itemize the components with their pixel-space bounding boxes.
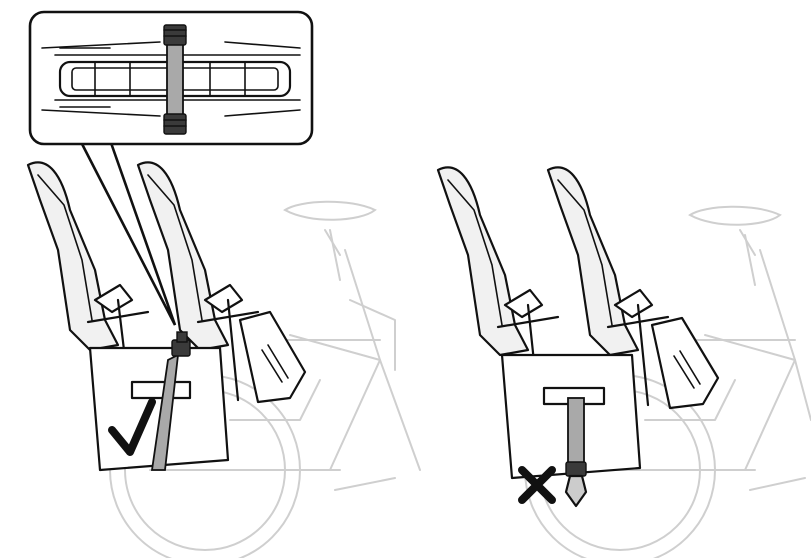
strap-incorrect [564,397,588,508]
bicycle-outline-left [109,200,421,558]
panel-correct [26,138,421,558]
panel-incorrect [436,166,811,558]
foot-plate-left [238,310,307,404]
foot-plate-right [650,316,720,410]
check-mark-icon [108,398,156,456]
rack-strap [163,24,187,135]
callout-detail-rack [28,10,314,146]
child-seat-rear-right [436,166,560,402]
cross-mark-icon [518,466,556,504]
strap-correct [150,331,191,471]
child-seat-front-right [546,166,670,407]
